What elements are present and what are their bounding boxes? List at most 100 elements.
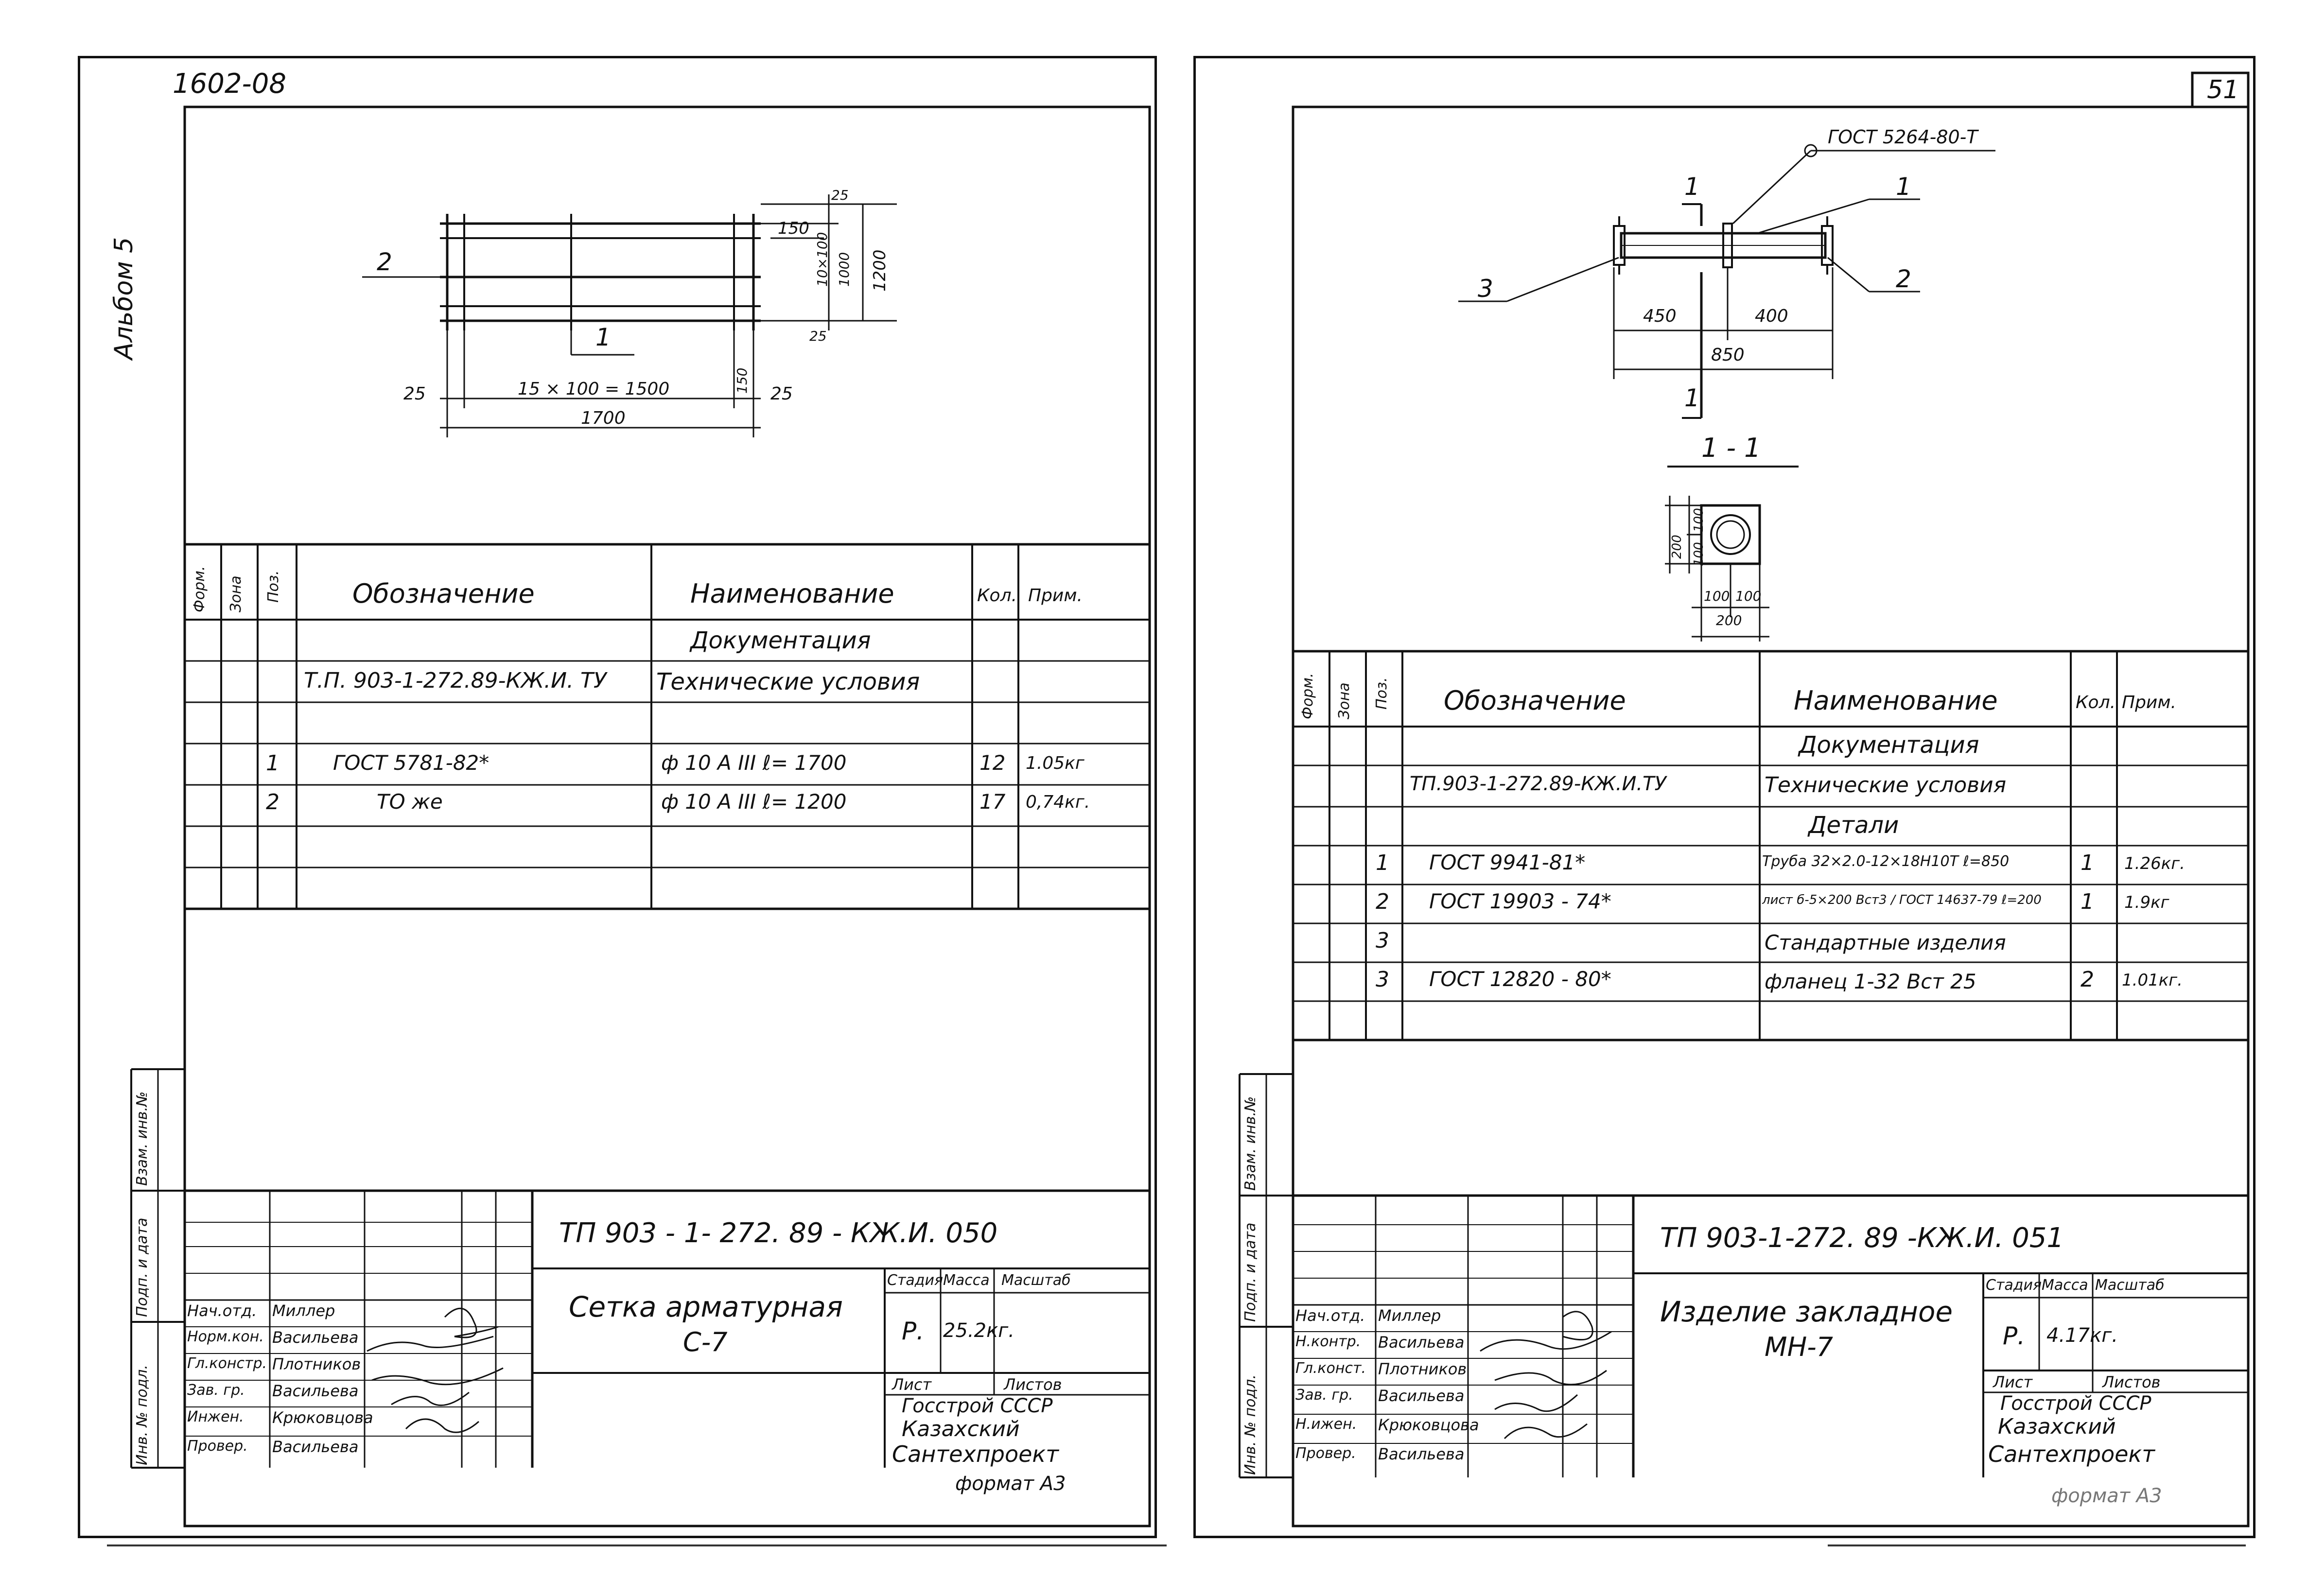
person-name: Миллер [272,1301,335,1320]
stage-label: Стадия [887,1272,944,1289]
dim-15x100: 15 × 100 = 1500 [518,379,670,399]
spec-row-designation: ТП.903-1-272.89-КЖ.И.ТУ [1410,773,1666,795]
spec-row-name: Технические условия [656,668,920,695]
person-name: Васильева [272,1382,359,1400]
person-name: Васильева [272,1438,359,1456]
person-role: Зав. гр. [1295,1387,1353,1404]
gost-weld-label: ГОСТ 5264-80-Т [1828,126,1978,148]
sheets-label: Листов [2102,1373,2161,1391]
hdr-name: Наименование [1794,685,1998,716]
spec-row-qty: 2 [2081,967,2094,992]
title-line-2: С-7 [683,1327,728,1357]
mass-value: 4.17кг. [2046,1324,2118,1347]
format-label: формат А3 [955,1473,1066,1495]
page-number: 51 [2207,75,2239,104]
spec-row-pos: 2 [1376,889,1389,914]
person-role: Гл.конст. [1295,1360,1366,1377]
hdr-zone: Зона [227,575,245,612]
spec-row-name: Документация [690,627,871,654]
part-pos-1: 1 [1896,173,1911,201]
section-title: 1 - 1 [1701,433,1761,463]
mass-label: Масса [2042,1277,2088,1294]
spec-row-name: ф 10 А III ℓ= 1700 [661,751,847,775]
part-pos-2: 2 [1896,265,1911,293]
spec-row-qty: 1 [2081,889,2094,914]
dim-25-mid: 25 [809,328,827,344]
stage-label: Стадия [1986,1277,2042,1294]
spec-row-note: 0,74кг. [1026,792,1090,812]
right-sheet: 51 ГОСТ 5264-80-Т 1 2 3 1 1 450 400 850 … [1193,56,2256,1538]
person-name: Васильева [1378,1445,1465,1463]
embedded-part-drawing [1458,144,1995,642]
person-role: Нач.отд. [1295,1306,1365,1325]
side-label-inventory: Инв. № подл. [1242,1374,1259,1475]
spec-row-designation: Т.П. 903-1-272.89-КЖ.И. ТУ [304,668,607,693]
stage-value: Р. [2003,1322,2026,1350]
signatures-image [367,1307,504,1433]
hdr-zone: Зона [1336,682,1353,719]
side-label-replace: Взам. инв.№ [134,1091,151,1186]
sheet-label: Лист [892,1375,932,1394]
format-label: формат А3 [2051,1485,2162,1507]
sheets-label: Листов [1004,1375,1062,1394]
hdr-pos: Поз. [1373,677,1390,710]
hdr-designation: Обозначение [1444,685,1626,716]
person-role: Инжен. [187,1408,244,1425]
dim-450: 450 [1643,306,1677,326]
dim-25-left: 25 [403,384,426,404]
dim-100-a: 100 [1692,508,1706,532]
mesh-pos-2: 2 [377,248,392,276]
dim-100-b: 100 [1692,542,1706,566]
sheet-label: Лист [1993,1373,2033,1391]
spec-row-designation: ГОСТ 5781-82* [333,751,490,775]
person-name: Плотников [272,1355,361,1373]
dim-400: 400 [1755,306,1788,326]
stage-value: Р. [902,1317,925,1345]
dim-200-v: 200 [1670,535,1684,559]
side-label-replace: Взам. инв.№ [1242,1096,1259,1191]
mass-value: 25.2кг. [943,1319,1014,1342]
spec-row-designation: ГОСТ 19903 - 74* [1429,889,1611,913]
spec-row-note: 1.26кг. [2124,854,2185,873]
dim-850: 850 [1711,345,1745,365]
title-line-1: Сетка арматурная [569,1290,843,1323]
scale-label: Масштаб [1001,1272,1071,1289]
dim-10x100: 10×100 [814,232,830,287]
person-name: Крюковцова [272,1408,373,1427]
person-name: Крюковцова [1378,1416,1479,1434]
mesh-pos-1: 1 [595,323,611,351]
spec-row-name: Технические условия [1765,773,2007,798]
dim-25-top: 25 [831,187,849,203]
hdr-qty: Кол. [2076,693,2116,712]
title-line-2: МН-7 [1765,1332,1834,1362]
scale-label: Масштаб [2095,1277,2165,1294]
person-name: Васильева [1378,1333,1465,1352]
dim-200-h: 200 [1716,612,1742,628]
person-role: Гл.констр. [187,1355,267,1372]
mesh-drawing [362,194,897,437]
spec-row-pos: 1 [266,751,280,776]
left-sheet-frame [130,105,1151,1527]
spec-row-qty: 12 [979,751,1006,775]
top-code: 1602-08 [173,68,286,100]
spec-row-note: 1.05кг [1026,753,1084,773]
signatures-image [1480,1311,1612,1440]
part-pos-3: 3 [1478,275,1493,303]
hdr-note: Прим. [1028,586,1083,606]
dim-1700: 1700 [581,408,626,428]
org-line-1: Госстрой СССР [902,1395,1053,1417]
spec-row-pos: 1 [1376,850,1389,875]
left-sheet: 1602-08 Альбом 5 2 1 150 25 10×100 1000 … [78,56,1157,1538]
spec-row-name: ф 10 А III ℓ= 1200 [661,790,847,814]
hdr-format: Форм. [1299,673,1316,719]
spec-row-note: 1.01кг. [2122,971,2183,990]
spec-row-name: лист б-5×200 Вст3 / ГОСТ 14637-79 ℓ=200 [1762,893,2042,907]
right-sheet-frame [1239,71,2250,1527]
person-role: Зав. гр. [187,1382,245,1399]
org-line-3: Сантехпроект [892,1441,1059,1467]
right-side-strip [1239,1073,1293,1478]
dim-1200: 1200 [870,249,890,292]
mass-label: Масса [943,1272,990,1289]
person-role: Н.контр. [1295,1333,1361,1350]
person-role: Нач.отд. [187,1301,257,1320]
